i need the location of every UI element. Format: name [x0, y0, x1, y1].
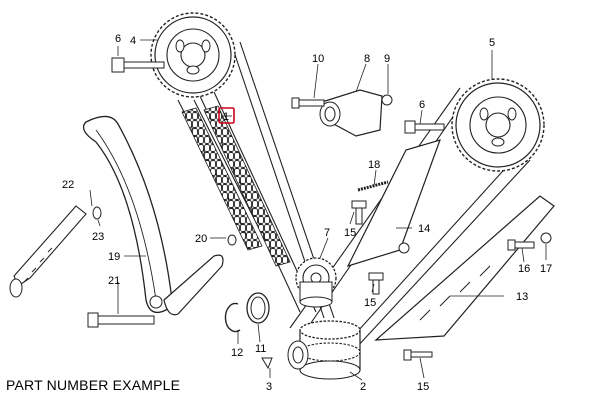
callout-18: 18	[368, 159, 380, 171]
spring-18	[357, 180, 389, 192]
circlip-12	[224, 302, 241, 333]
bolt-21	[87, 312, 155, 328]
callout-20: 20	[195, 233, 207, 245]
callout-1: 1	[223, 111, 229, 123]
crankshaft-sprocket	[287, 320, 361, 380]
callout-15-upper: 15	[344, 227, 356, 239]
callout-19: 19	[108, 251, 120, 263]
leader-lines	[89, 39, 547, 381]
callout-8: 8	[364, 53, 370, 65]
highlighted-part-box	[218, 107, 235, 124]
chain-tensioner	[319, 89, 383, 137]
woodruff-key-3	[261, 357, 273, 370]
bolt-6-right	[404, 120, 445, 134]
washer-23	[92, 206, 102, 220]
callout-4: 4	[130, 35, 136, 47]
callout-2: 2	[360, 381, 366, 393]
tensioner-arm	[163, 234, 237, 316]
callout-17: 17	[540, 263, 552, 275]
callout-16: 16	[518, 263, 530, 275]
callout-3: 3	[266, 381, 272, 393]
callout-6-right: 6	[419, 99, 425, 111]
bolt-15-upper	[351, 200, 367, 225]
callout-23: 23	[92, 231, 104, 243]
callout-15-middle: 15	[364, 297, 376, 309]
washer-17	[540, 232, 552, 244]
callout-11: 11	[255, 343, 266, 355]
callout-22: 22	[62, 179, 74, 191]
upper-left-sprocket	[150, 12, 236, 98]
spacer-ring-11	[246, 292, 270, 324]
callout-15-lower: 15	[417, 381, 429, 393]
callout-14: 14	[418, 223, 430, 235]
callout-9: 9	[384, 53, 390, 65]
callout-10: 10	[312, 53, 324, 65]
guide-rail	[346, 139, 441, 267]
intermediate-sprocket	[295, 257, 337, 308]
pivot-pin	[9, 205, 87, 298]
callout-12: 12	[231, 347, 243, 359]
bolt-10	[291, 97, 325, 109]
bolt-15-lower	[403, 349, 433, 361]
callout-5: 5	[489, 37, 495, 49]
callout-7: 7	[324, 227, 330, 239]
bolt-15-middle	[368, 272, 384, 295]
bolt-6-left	[111, 57, 165, 73]
callout-labels: 1 4 6 5 8 9 10 6 18 14 7 15 15 13 16 17 …	[62, 33, 552, 393]
upper-right-sprocket	[451, 78, 545, 172]
callout-6-left: 6	[115, 33, 121, 45]
lower-guide-rail	[374, 195, 555, 341]
callout-13: 13	[516, 291, 528, 303]
caption: PART NUMBER EXAMPLE	[6, 377, 181, 393]
tensioner-rail	[82, 115, 173, 314]
bolt-16	[507, 239, 535, 251]
callout-21: 21	[108, 275, 120, 287]
seal-ring-9	[381, 94, 393, 106]
chain-links	[181, 105, 291, 267]
